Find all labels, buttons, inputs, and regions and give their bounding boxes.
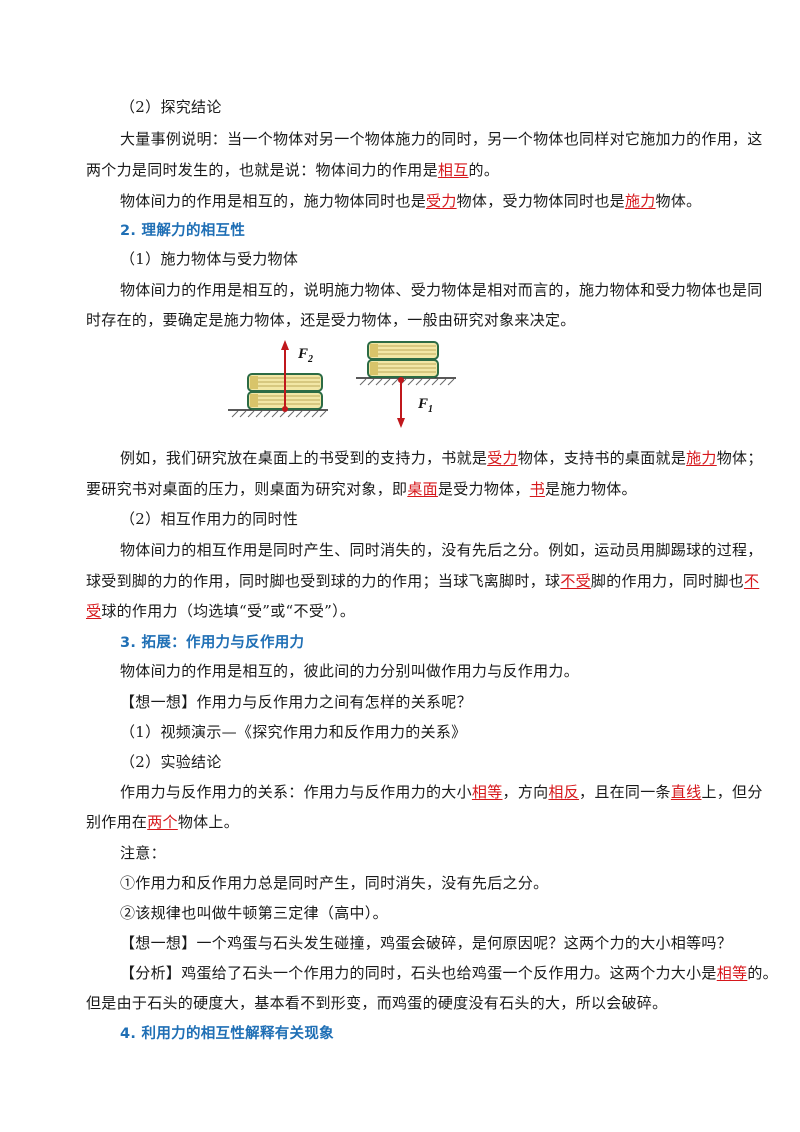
subsection-title: （1）施力物体与受力物体 (120, 250, 299, 268)
answer: 相等 (471, 783, 503, 801)
text: 物体，支持书的桌面就是 (517, 449, 687, 467)
text: 两个力是同时发生的，也就是说：物体间力的作用是 (86, 161, 438, 179)
answer: 相互 (437, 161, 469, 179)
text: 物体； (716, 449, 763, 467)
force-f1-label: F1 (417, 396, 433, 415)
text: 的。 (468, 161, 500, 179)
text: 物体间力的作用是相互的，施力物体同时也是 (120, 192, 427, 210)
answer: 相等 (716, 964, 748, 982)
text: 物体上。 (177, 813, 240, 831)
paragraph-line: 物体间力的相互作用是同时产生、同时消失的，没有先后之分。例如，运动员用脚踢球的过… (120, 541, 763, 559)
text: 球的作用力（均选填“受”或“不受”）。 (101, 602, 356, 620)
force-f2-label: F2 (297, 346, 313, 365)
text: 球受到脚的力的作用，同时脚也受到球的力的作用；当球飞离脚时，球 (86, 572, 561, 590)
paragraph-line: 注意： (120, 844, 166, 862)
paragraph-line: 两个力是同时发生的，也就是说：物体间力的作用是相互的。 (86, 159, 499, 181)
right-table (356, 377, 456, 386)
paragraph-line: 别作用在两个物体上。 (86, 811, 239, 833)
answer: 不 (743, 572, 760, 590)
text: ，且在同一条 (579, 783, 671, 801)
paragraph-line: （2）实验结论 (120, 753, 222, 771)
subsection-title: （2）探究结论 (120, 98, 222, 116)
paragraph-line: 球受到脚的力的作用，同时脚也受到球的力的作用；当球飞离脚时，球不受脚的作用力，同… (86, 570, 759, 592)
answer: 施力 (624, 192, 656, 210)
books-force-diagram: F2 F1 (228, 340, 456, 428)
paragraph-line: 【想一想】一个鸡蛋与石头发生碰撞，鸡蛋会破碎，是何原因呢？这两个力的大小相等吗？ (120, 934, 733, 952)
text: 物体。 (655, 192, 702, 210)
subsection-title: （2）相互作用力的同时性 (120, 510, 299, 528)
paragraph-line: （1）视频演示—《探究作用力和反作用力的关系》 (120, 723, 467, 741)
answer: 受 (86, 602, 102, 620)
answer: 受力 (426, 192, 457, 210)
paragraph-line: 物体间力的作用是相互的，彼此间的力分别叫做作用力与反作用力。 (120, 662, 580, 680)
section-heading: 2. 理解力的相互性 (120, 223, 246, 239)
paragraph-line: 物体间力的作用是相互的，说明施力物体、受力物体是相对而言的，施力物体和受力物体也… (120, 281, 763, 299)
paragraph-line: 受球的作用力（均选填“受”或“不受”）。 (86, 600, 355, 622)
text: 要研究书对桌面的压力，则桌面为研究对象，即 (86, 480, 408, 498)
text: 脚的作用力，同时脚也 (590, 572, 744, 590)
text: 作用力与反作用力的关系：作用力与反作用力的大小 (120, 783, 472, 801)
text: 别作用在 (86, 813, 148, 831)
answer: 相反 (548, 783, 580, 801)
answer: 两个 (147, 813, 178, 831)
text: 的。 (747, 964, 778, 982)
force-f1-arrow (397, 377, 405, 428)
right-book-stack (367, 341, 439, 378)
answer: 不受 (560, 572, 591, 590)
answer: 施力 (686, 449, 717, 467)
text: 物体，受力物体同时也是 (456, 192, 625, 210)
section-heading: 4. 利用力的相互性解释有关现象 (120, 1026, 334, 1042)
paragraph-line: 【想一想】作用力与反作用力之间有怎样的关系呢？ (120, 693, 472, 711)
paragraph-line: 【分析】鸡蛋给了石头一个作用力的同时，石头也给鸡蛋一个反作用力。这两个力大小是相… (120, 962, 778, 984)
force-f2-arrow (281, 340, 289, 412)
paragraph-line: 大量事例说明：当一个物体对另一个物体施力的同时，另一个物体也同样对它施加力的作用… (120, 130, 763, 148)
text: 是受力物体， (437, 480, 530, 498)
paragraph-line: ①作用力和反作用力总是同时产生，同时消失，没有先后之分。 (120, 874, 549, 892)
text: 【分析】鸡蛋给了石头一个作用力的同时，石头也给鸡蛋一个反作用力。这两个力大小是 (120, 964, 717, 982)
section-heading: 3. 拓展：作用力与反作用力 (120, 635, 305, 651)
paragraph-line: 时存在的，要确定是施力物体，还是受力物体，一般由研究对象来决定。 (86, 311, 576, 329)
text: 例如，我们研究放在桌面上的书受到的支持力，书就是 (120, 449, 488, 467)
answer: 桌面 (407, 480, 438, 498)
answer: 直线 (670, 783, 702, 801)
paragraph-line: 例如，我们研究放在桌面上的书受到的支持力，书就是受力物体，支持书的桌面就是施力物… (120, 447, 763, 469)
paragraph-line: 要研究书对桌面的压力，则桌面为研究对象，即桌面是受力物体，书是施力物体。 (86, 478, 637, 500)
text: ，方向 (502, 783, 549, 801)
paragraph-line: 作用力与反作用力的关系：作用力与反作用力的大小相等，方向相反，且在同一条直线上，… (120, 781, 763, 803)
paragraph-line: ②该规律也叫做牛顿第三定律（高中）。 (120, 904, 388, 922)
text: 是施力物体。 (545, 480, 637, 498)
paragraph-line: 但是由于石头的硬度大，基本看不到形变，而鸡蛋的硬度没有石头的大，所以会破碎。 (86, 994, 668, 1012)
text: 上，但分 (701, 783, 763, 801)
answer: 受力 (487, 449, 518, 467)
answer: 书 (529, 480, 546, 498)
left-table (228, 409, 328, 418)
paragraph-line: 物体间力的作用是相互的，施力物体同时也是受力物体，受力物体同时也是施力物体。 (120, 190, 701, 212)
